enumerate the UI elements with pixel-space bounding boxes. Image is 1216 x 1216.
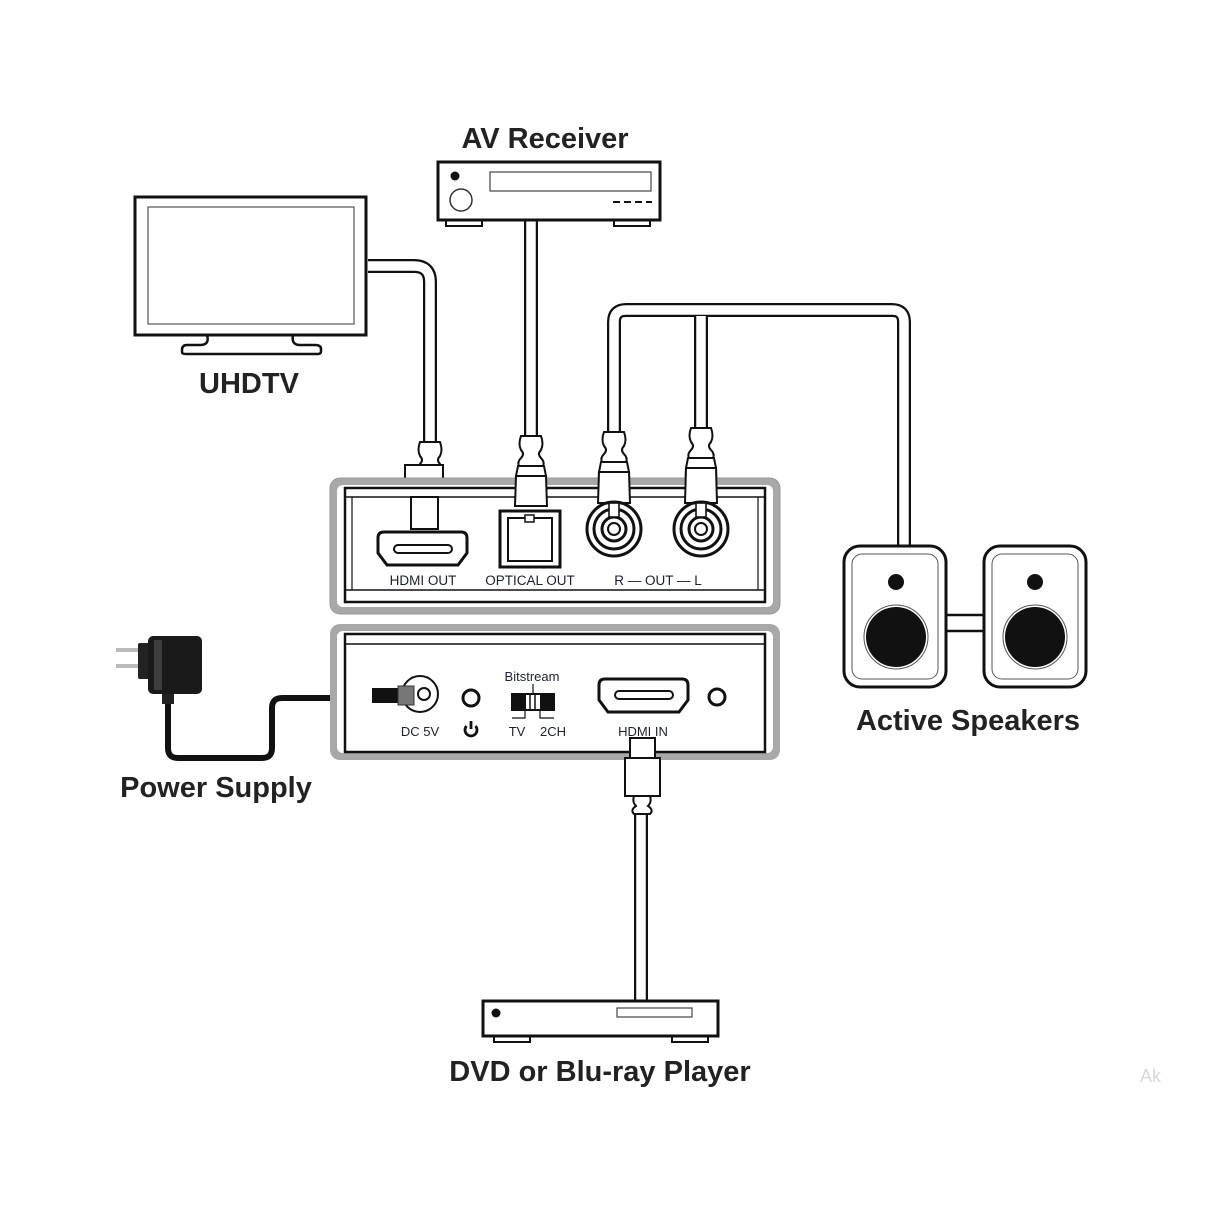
hdmi-out-label: HDMI OUT — [390, 573, 457, 588]
hdmi-out-cable — [368, 259, 437, 445]
power-supply-label: Power Supply — [120, 772, 312, 804]
status-led — [707, 687, 727, 707]
rca-r-port[interactable] — [585, 500, 643, 558]
power-led — [461, 688, 481, 708]
dc-plug — [372, 685, 415, 706]
active-speakers-label: Active Speakers — [856, 705, 1080, 737]
speaker-link-cable — [942, 613, 988, 633]
uhdtv-label: UHDTV — [199, 368, 300, 400]
speaker-left — [842, 544, 948, 689]
player-label: DVD or Blu-ray Player — [449, 1056, 750, 1088]
hdmi-in-label: HDMI IN — [618, 724, 668, 739]
av-receiver-label: AV Receiver — [461, 123, 628, 155]
disc-tray — [616, 1007, 693, 1018]
hdmi-out-port[interactable] — [376, 530, 469, 567]
tweeter-icon — [1027, 574, 1043, 590]
woofer-icon — [1005, 607, 1065, 667]
power-cable — [165, 695, 380, 761]
tweeter-icon — [888, 574, 904, 590]
volume-knob-icon — [449, 188, 473, 212]
rca-l-port[interactable] — [672, 500, 730, 558]
hdmi-in-connector — [624, 737, 661, 815]
tv-screen — [147, 206, 355, 325]
switch-option-tv: TV — [509, 724, 526, 739]
power-led-icon — [450, 171, 460, 181]
dc-5v-label: DC 5V — [401, 724, 440, 739]
display-panel — [489, 171, 652, 192]
input-panel — [330, 624, 780, 760]
power-adapter — [116, 636, 202, 704]
uhdtv — [133, 195, 368, 356]
optical-out-label: OPTICAL OUT — [485, 573, 575, 588]
rca-cable — [607, 303, 911, 548]
power-led-icon — [491, 1008, 501, 1018]
bitstream-label: Bitstream — [505, 669, 560, 684]
switch-option-2ch: 2CH — [540, 724, 566, 739]
power-icon — [463, 721, 479, 738]
dvd-player — [481, 999, 720, 1043]
optical-out-port[interactable] — [498, 509, 562, 569]
speaker-right — [982, 544, 1088, 689]
av-receiver — [436, 160, 662, 227]
watermark: Ak — [1140, 1066, 1162, 1086]
woofer-icon — [866, 607, 926, 667]
bitstream-switch[interactable] — [511, 693, 555, 711]
hdmi-in-port[interactable] — [597, 677, 690, 714]
rca-out-label: R — OUT — L — [614, 573, 702, 588]
